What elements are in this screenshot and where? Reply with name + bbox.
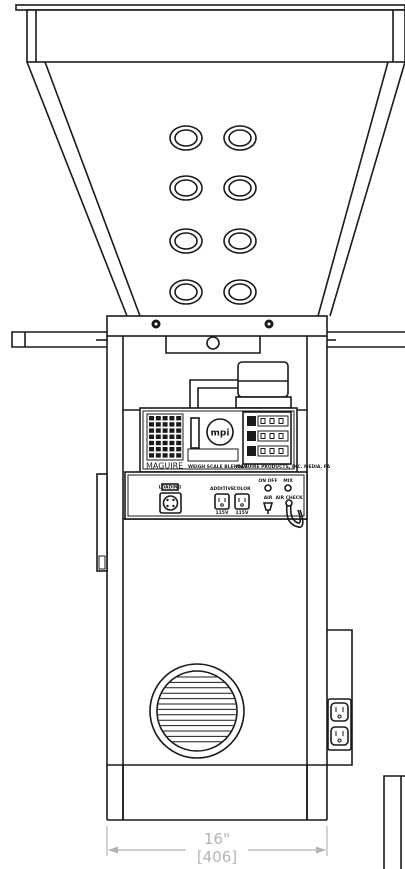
keypad-key (155, 422, 161, 427)
mounting-arms (11, 331, 405, 348)
weigh-bin (165, 336, 261, 354)
mixer-motor (235, 361, 292, 409)
keypad-key (176, 434, 182, 439)
carry-handle (189, 379, 238, 410)
keypad-key (169, 434, 175, 439)
keypad (146, 413, 184, 461)
port-ring (169, 125, 203, 151)
receptacle-lower (330, 726, 349, 746)
keypad-key (176, 440, 182, 446)
keypad-key (169, 416, 175, 421)
brand-name: MAGUIRE (146, 462, 183, 471)
control-panel: mpi MAGUIRE WEIGH SCALE BLENDER MAGUIRE … (139, 407, 331, 473)
display-window (190, 417, 200, 449)
keypad-key (149, 422, 154, 427)
air-intake-vent (149, 663, 245, 759)
keypad-key (176, 416, 182, 421)
keypad-key (169, 447, 175, 452)
air-hose (285, 502, 304, 529)
keypad-key (176, 428, 182, 433)
keypad-key (162, 440, 168, 446)
loading-label-plate (161, 483, 179, 491)
relay-rows (247, 415, 289, 457)
keypad-key (155, 447, 161, 452)
keypad-key (155, 440, 161, 446)
mpi-logo (206, 418, 234, 446)
hopper (15, 4, 405, 317)
air-valve (262, 502, 274, 511)
keypad-key (149, 428, 154, 433)
adjacent-stand (383, 775, 405, 869)
outlet-label-additive: ADDITIVE (210, 486, 234, 492)
outlet-rating-color: 115V (236, 510, 249, 516)
width-dimension: 16" [406] (106, 826, 328, 866)
port-ring (169, 228, 203, 254)
outlet-label-color: COLOR (233, 486, 251, 492)
hopper-upper-box (26, 9, 405, 63)
keypad-key (149, 440, 154, 446)
switch-label-aircheck: AIR CHECK (275, 495, 303, 501)
port-ring (169, 175, 203, 201)
side-valve-box (96, 473, 108, 572)
dimension-metric: [406] (197, 848, 237, 866)
keypad-key (176, 453, 182, 458)
logo-text: mpi (211, 429, 230, 439)
motor-base (235, 396, 292, 409)
duplex-receptacle (327, 629, 353, 766)
keypad-key (162, 447, 168, 452)
keypad-key (162, 428, 168, 433)
outlet-rating-additive: 115V (216, 510, 229, 516)
keypad-key (149, 434, 154, 439)
dimension-imperial: 16" (204, 830, 230, 848)
port-ring (169, 279, 203, 305)
outlet-additive (214, 493, 230, 510)
keypad-key (155, 416, 161, 421)
outlet-color (234, 493, 250, 510)
keypad-key (162, 416, 168, 421)
keypad-key (149, 453, 154, 458)
keypad-key (155, 428, 161, 433)
port-ring (223, 228, 257, 254)
keypad-key (169, 428, 175, 433)
port-ring (223, 175, 257, 201)
label-plate (187, 448, 239, 462)
switch-onoff (264, 484, 272, 492)
switch-label-mix: MIX (283, 478, 293, 484)
keypad-key (169, 422, 175, 427)
receptacle-upper (330, 702, 349, 722)
switch-label-air: AIR (264, 495, 273, 501)
port-ring (223, 279, 257, 305)
keypad-key (155, 434, 161, 439)
keypad-key (169, 453, 175, 458)
keypad-key (169, 440, 175, 446)
keypad-key (162, 434, 168, 439)
bin-sight-hole (206, 336, 220, 350)
loading-label: LOADING (159, 485, 182, 491)
hopper-ports (169, 125, 257, 305)
keypad-key (149, 447, 154, 452)
brand-subtitle: WEIGH SCALE BLENDER (188, 464, 248, 470)
keypad-key (176, 422, 182, 427)
company-line: MAGUIRE PRODUCTS, INC. MEDIA, PA (236, 464, 331, 470)
hopper-left-wall (26, 61, 128, 317)
switch-label-onoff: ON OFF (258, 478, 277, 484)
frame-top-plate (106, 315, 328, 337)
outlet-panel: LOADING ADDITIVE COLOR 115V 115V ON OFF … (124, 471, 308, 529)
keypad-key (162, 422, 168, 427)
vent-louvers (158, 676, 236, 743)
main-frame (96, 315, 328, 821)
motor-housing (237, 361, 289, 398)
port-ring (223, 125, 257, 151)
keypad-key (176, 447, 182, 452)
hopper-right-wall (329, 61, 405, 317)
keypad-key (162, 453, 168, 458)
switch-mix (284, 484, 292, 492)
keypad-key (155, 453, 161, 458)
keypad-key (149, 416, 154, 421)
